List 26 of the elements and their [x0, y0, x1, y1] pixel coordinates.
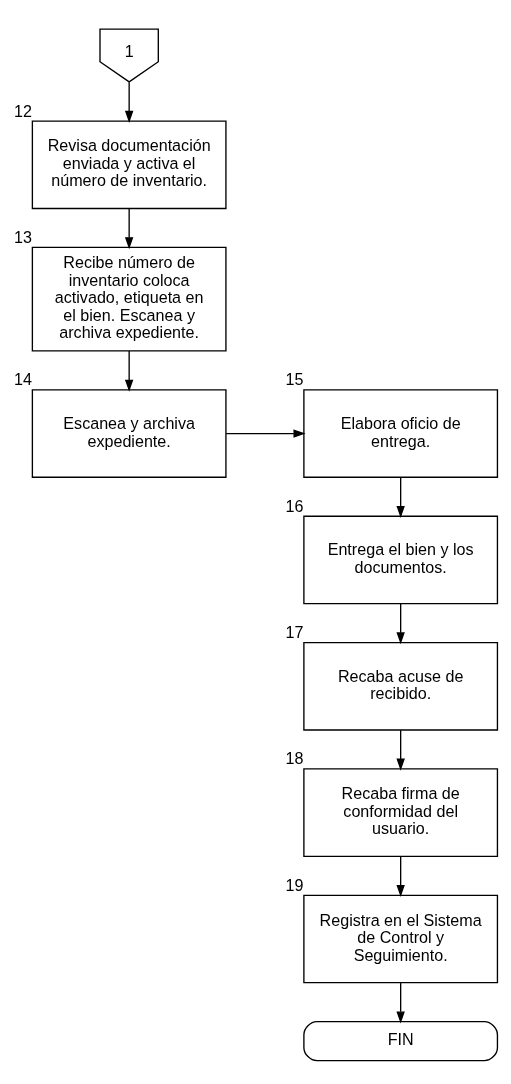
node-label: 17 [285, 623, 304, 642]
node-box: Entrega el bien y los documentos. [303, 515, 499, 605]
node-label: 12 [14, 101, 32, 120]
node-label: 15 [285, 370, 304, 389]
node-box: Revisa documentación enviada y activa el número de inventario. [31, 120, 227, 210]
arrow [124, 207, 134, 250]
node-label: 16 [285, 496, 304, 515]
arrow [396, 603, 405, 645]
node-box: Recaba firma de conformidad del usuario. [303, 768, 499, 857]
node-box: Recaba acuse de recibido. [303, 641, 499, 731]
node-box: FIN [303, 1020, 499, 1062]
arrow [124, 81, 134, 123]
node-label: 14 [14, 370, 32, 389]
node-label: 13 [14, 227, 32, 246]
node-box: Recibe número de inventario coloca activado, etiqueta en el bien. Escanea y archiva expediente. [31, 246, 227, 352]
arrow [396, 855, 405, 898]
node-box: Escanea y archiva expediente. [31, 389, 227, 478]
node-label: 18 [285, 749, 304, 768]
node-box: Registra en el Sistema de Control y Seguimiento. [303, 894, 499, 984]
arrow [396, 729, 405, 771]
node-label: 19 [285, 875, 304, 894]
arrow [396, 982, 405, 1024]
arrow [396, 476, 405, 518]
arrow [124, 350, 134, 392]
arrow [225, 429, 306, 438]
node-box: Elabora oficio de entrega. [303, 389, 499, 478]
